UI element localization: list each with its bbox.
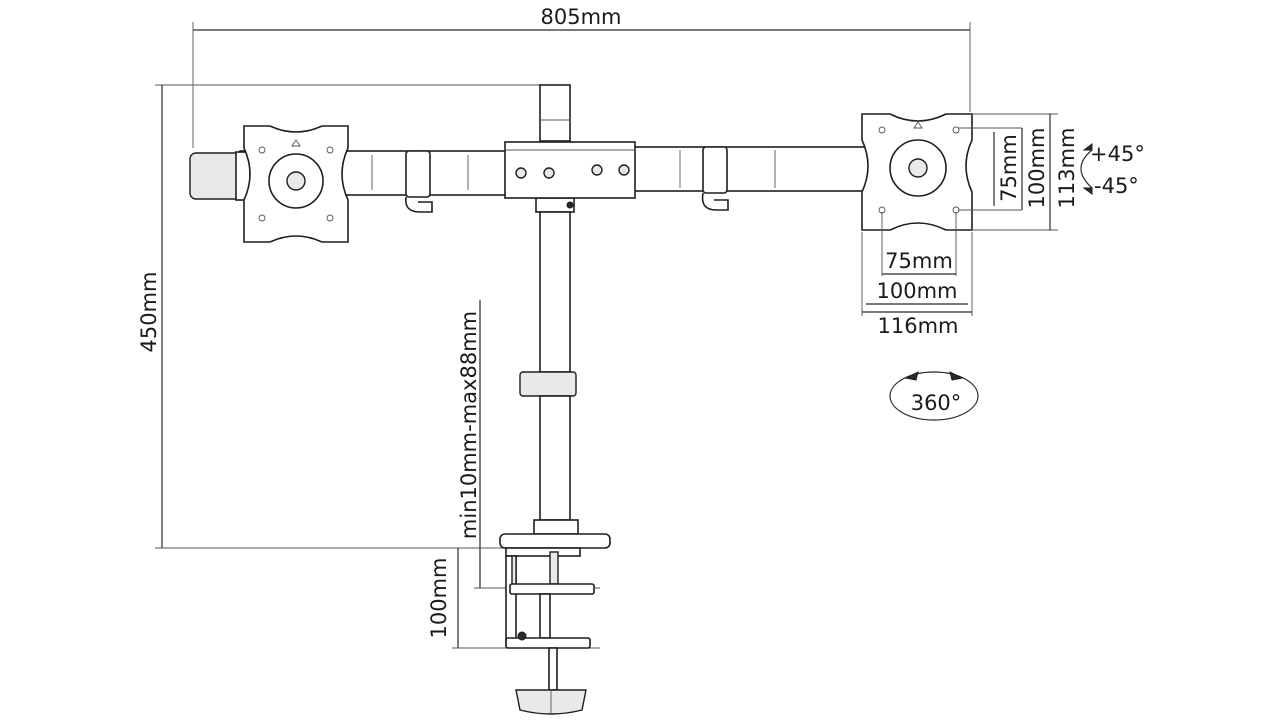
clamp-range-label: min10mm-max88mm — [457, 311, 481, 539]
arm-bar — [189, 146, 871, 201]
vesa-width-dimensions: 75mm 100mm 116mm — [861, 212, 973, 338]
width-dimension: 805mm — [192, 5, 971, 148]
height-dimension: 450mm — [137, 84, 540, 549]
cable-clip-left — [404, 150, 433, 213]
vesa-plate-right — [861, 113, 973, 231]
desk-clamp — [499, 533, 611, 715]
vesa-large-height-label: 100mm — [1025, 128, 1049, 209]
tilt-indicator: +45° -45° — [1080, 142, 1145, 198]
cable-clip-right — [701, 146, 729, 211]
vesa-large-width-label: 100mm — [877, 279, 958, 303]
vesa-height-dimensions: 75mm 100mm 113mm — [958, 113, 1079, 231]
plate-width-label: 116mm — [878, 314, 959, 338]
vesa-plate-left — [243, 125, 349, 243]
tilt-down-label: -45° — [1094, 174, 1139, 198]
vesa-small-width-label: 75mm — [885, 249, 953, 273]
plate-height-label: 113mm — [1055, 128, 1079, 209]
rotation-indicator: 360° — [889, 371, 979, 421]
tilt-up-label: +45° — [1090, 142, 1145, 166]
width-label: 805mm — [541, 5, 622, 29]
central-hub — [504, 141, 636, 209]
clamp-range-dimension: min10mm-max88mm — [457, 300, 600, 589]
clamp-height-label: 100mm — [427, 558, 451, 639]
vesa-small-height-label: 75mm — [997, 134, 1021, 202]
height-label: 450mm — [137, 272, 161, 353]
rotation-label: 360° — [911, 391, 962, 415]
pole — [519, 84, 579, 535]
